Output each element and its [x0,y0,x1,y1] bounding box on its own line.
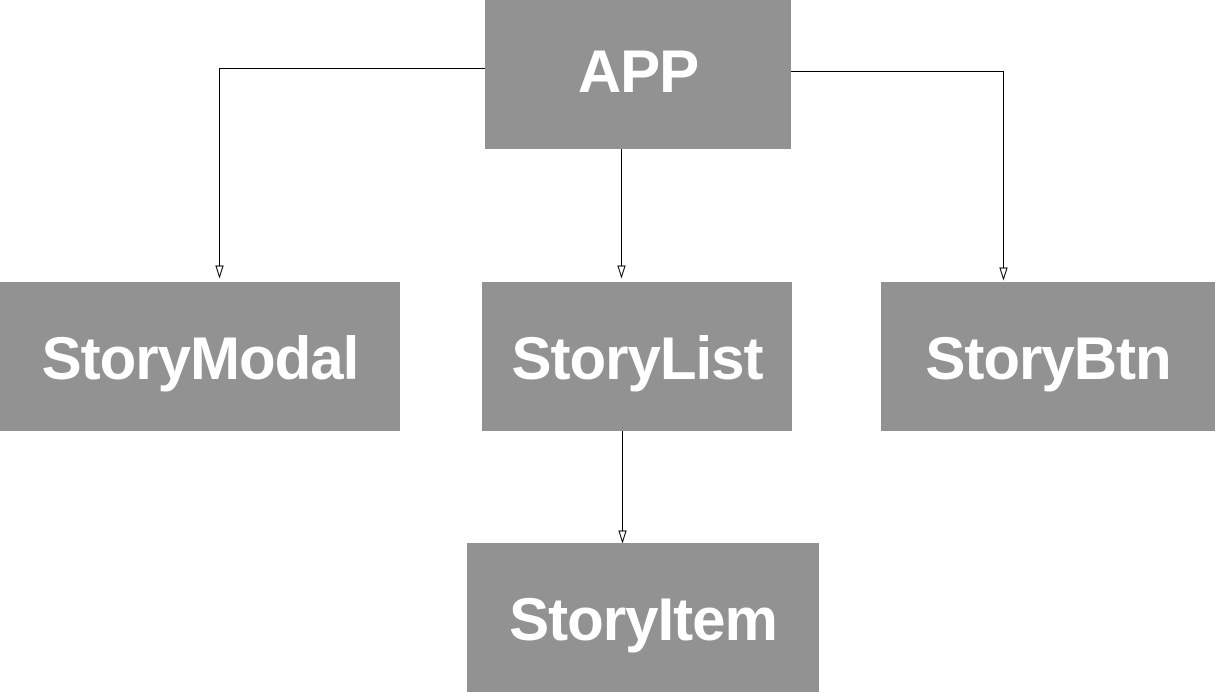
arrowhead-storyitem [618,530,627,544]
arrowhead-storybtn [999,267,1008,281]
node-storymodal: StoryModal [0,282,400,431]
edge-app-to-storybtn [791,71,1004,278]
node-storyitem: StoryItem [467,543,819,692]
arrowhead-storymodal [215,265,224,279]
node-app: APP [485,0,791,149]
edge-app-to-storymodal [219,68,485,276]
node-storybtn: StoryBtn [881,282,1215,431]
arrowhead-storylist [617,265,626,279]
node-storylist: StoryList [482,282,792,431]
